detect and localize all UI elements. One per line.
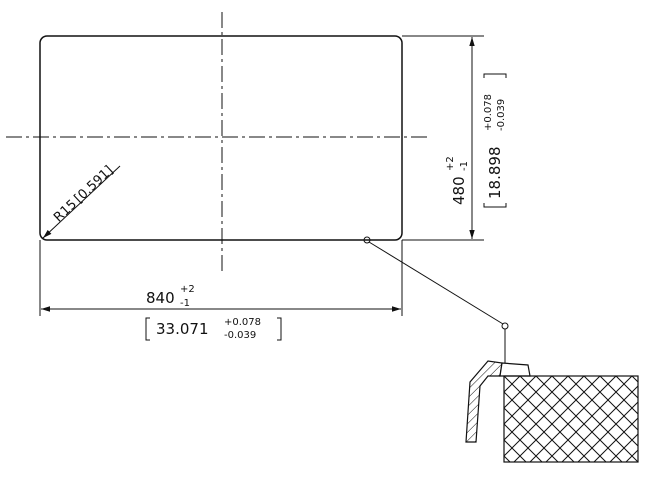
width-dimension: 840 +2 -1 33.071 +0.078 -0.039: [39, 240, 403, 341]
radius-label: R15: [51, 197, 80, 225]
width-inch-nominal: 33.071: [156, 320, 209, 338]
radius-inch: [0.591]: [72, 163, 117, 206]
detail-section: [465, 360, 639, 463]
radius-dimension: R15 [0.591]: [42, 163, 121, 239]
cutout-outline: [39, 35, 403, 241]
height-inch-nominal: 18.898: [486, 147, 504, 200]
detail-leader: [363, 236, 509, 372]
width-tol-upper: +2: [180, 284, 195, 295]
height-tol-upper: +2: [445, 156, 456, 171]
width-tol-lower: -1: [180, 298, 190, 309]
width-inch-tol-lower: -0.039: [224, 330, 256, 341]
height-inch-tol-upper: +0.078: [483, 94, 494, 131]
countertop-section: [503, 375, 639, 463]
sink-rim-section: [465, 360, 503, 443]
width-nominal: 840: [146, 289, 175, 307]
width-inch-tol-upper: +0.078: [224, 317, 261, 328]
sink-rim-lip: [499, 362, 531, 377]
height-nominal: 480: [450, 176, 468, 205]
height-dimension: 480 +2 -1 18.898 +0.078 -0.039: [402, 35, 507, 241]
height-tol-lower: -1: [459, 161, 470, 171]
height-inch-tol-lower: -0.039: [496, 99, 507, 131]
